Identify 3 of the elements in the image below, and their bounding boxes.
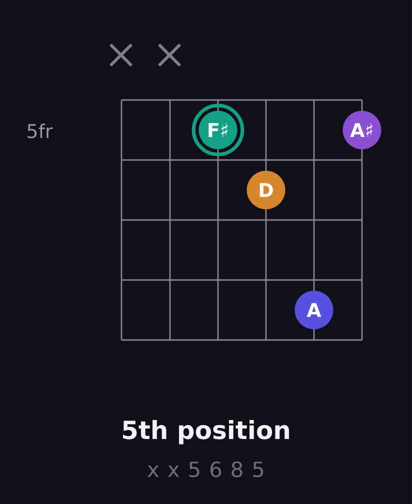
fret-number: 5fr xyxy=(28,124,53,138)
title: 5th position xyxy=(123,420,289,444)
fingering-text: x x 5 6 8 5 xyxy=(148,461,264,478)
